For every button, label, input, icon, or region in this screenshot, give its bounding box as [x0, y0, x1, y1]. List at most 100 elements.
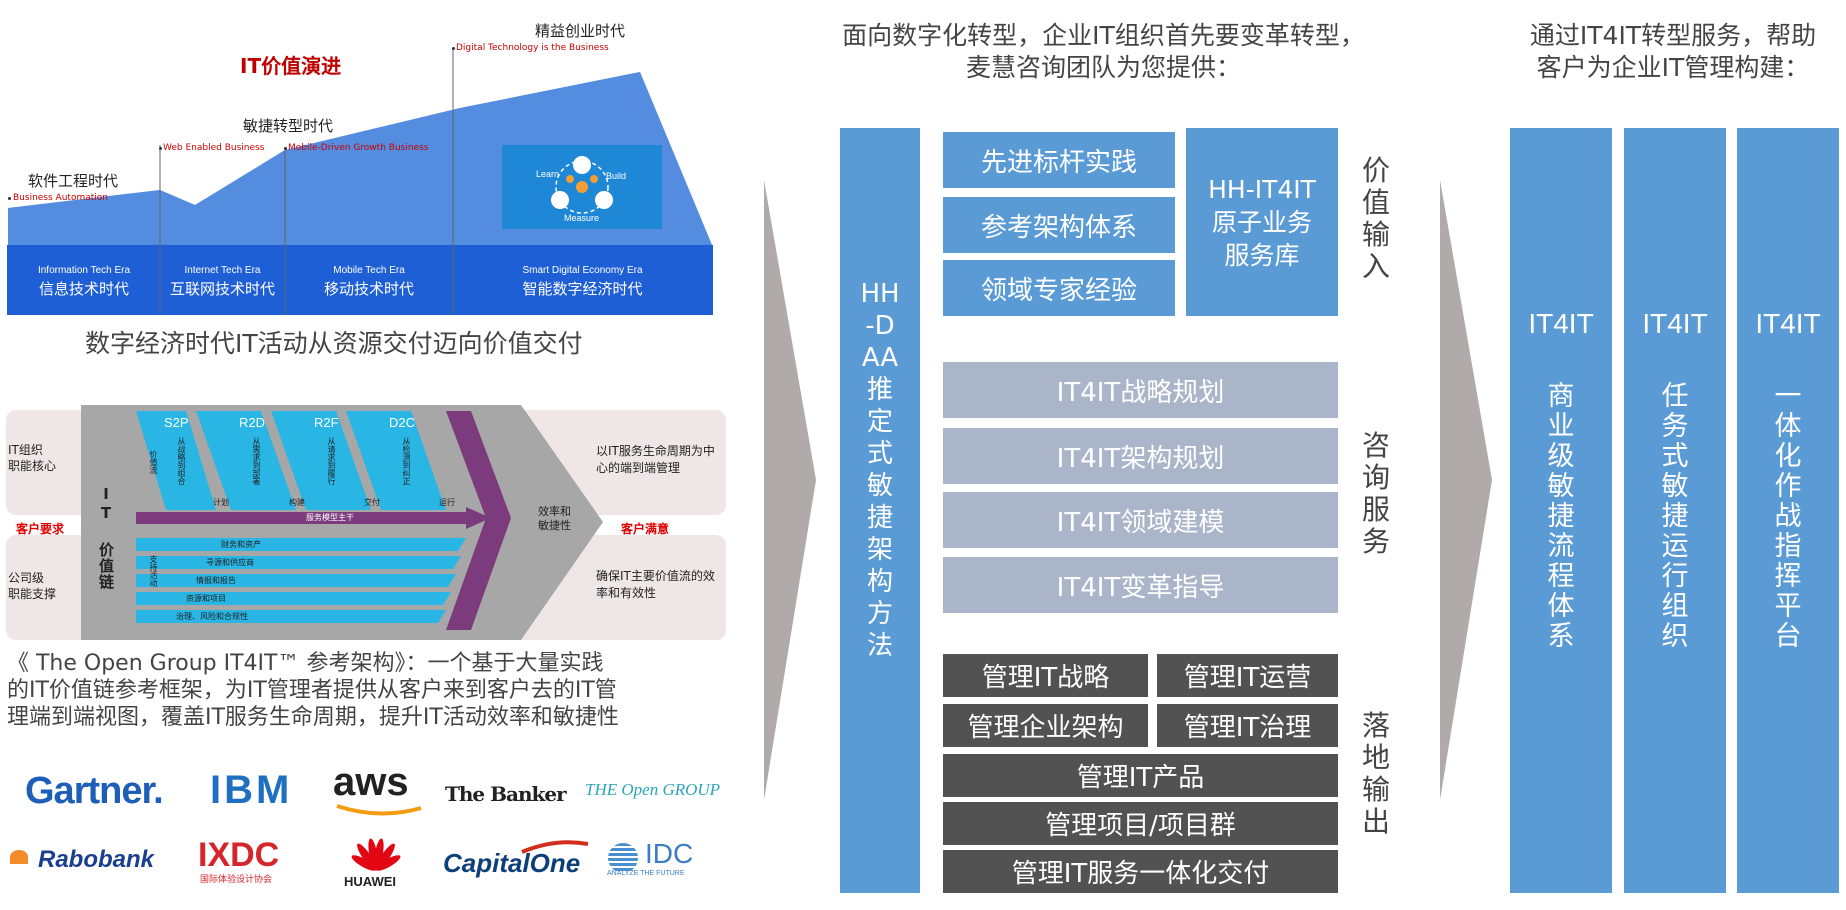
phase-build: 构建	[289, 498, 305, 507]
stream-r2d: R2D	[239, 415, 266, 430]
right-heading-line: 客户为企业IT管理构建：	[1536, 53, 1810, 82]
it4it-column-organization: IT4IT 任务式敏捷运行组织	[1624, 128, 1726, 893]
right-bottom-note: 确保IT主要价值流的效率和有效性	[596, 569, 715, 600]
middle-heading-line: 面向数字化转型，企业IT组织首先要变革转型，	[842, 21, 1365, 50]
era-lean-en: Digital Technology is the Business	[456, 43, 609, 53]
chevron-arrow-icon	[764, 180, 816, 800]
output-item: 管理IT战略	[943, 654, 1148, 697]
stream-r2f: R2F	[314, 415, 339, 430]
capitalone-logo: CapitalOne	[443, 848, 581, 878]
capitalone-swoosh-icon	[521, 840, 589, 854]
column-text: 一体化作战指挥平台	[1774, 381, 1802, 652]
ixdc-subtitle: 国际体验设计协会	[200, 875, 273, 885]
stream-d2c: D2C	[389, 415, 416, 430]
output-item: 管理IT运营	[1157, 654, 1338, 697]
consult-item: IT4IT领域建模	[943, 492, 1338, 548]
evolution-caption: 数字经济时代IT活动从资源交付迈向价值交付	[85, 329, 583, 358]
description-line: 的IT价值链参考框架，为IT管理者提供从客户来到客户去的IT管	[7, 678, 617, 703]
aws-logo: aws	[333, 760, 409, 804]
value-input-label: 价值输入	[1361, 154, 1390, 283]
cycle-measure: Measure	[564, 213, 600, 223]
method-column: HH-DAA推定式敏捷架构方法	[840, 128, 920, 893]
support-label: 支持活动	[149, 555, 158, 587]
service-model-backbone: 服务模型主干	[306, 513, 354, 522]
column-text: 任务式敏捷运行组织	[1661, 381, 1689, 652]
value-chain-diagram: IT组织 职能核心 公司级 职能支撑 客户要求 客户满意 IT 价值链 S2P …	[6, 405, 731, 640]
era-web-en: Web Enabled Business	[163, 143, 265, 153]
value-item: 领域专家经验	[943, 260, 1175, 316]
chevron-arrow-icon	[1440, 180, 1492, 800]
era-software-en: Business Automation	[13, 193, 108, 203]
it4it-column-platform: IT4IT 一体化作战指挥平台	[1737, 128, 1839, 893]
stream-s2p: S2P	[164, 415, 189, 430]
service-library: HH-IT4IT 原子业务 服务库	[1186, 128, 1338, 316]
idc-logo: IDC	[645, 838, 694, 869]
era-software: 软件工程时代	[28, 172, 119, 190]
consult-item: IT4IT架构规划	[943, 428, 1338, 484]
aws-smile-icon	[336, 804, 422, 816]
support-row: 治理、风险和合规性	[176, 612, 248, 621]
stream-r2d-desc: 从需求到部署	[252, 437, 261, 485]
rabobank-icon	[10, 850, 28, 864]
description-line: 《 The Open Group IT4IT™ 参考架构》：一个基于大量实践	[7, 651, 604, 676]
output-item: 管理项目/项目群	[943, 802, 1338, 845]
stream-r2f-desc: 从请求到履行	[327, 437, 336, 485]
idc-globe-icon	[608, 843, 638, 873]
core-stream-label: 价值流	[149, 450, 158, 474]
right-heading-line: 通过IT4IT转型服务，帮助	[1529, 21, 1817, 50]
ibm-logo: IBM	[210, 768, 293, 812]
company-support-label: 公司级 职能支撑	[8, 571, 57, 601]
support-row: 财务和资产	[221, 540, 261, 549]
column-title: IT4IT	[1755, 308, 1821, 339]
thebanker-logo: The Banker	[445, 782, 567, 806]
evolution-title: IT价值演进	[240, 54, 342, 78]
phase-run: 运行	[439, 498, 455, 507]
stream-d2c-desc: 从检测到纠正	[402, 437, 411, 485]
output-item: 管理IT产品	[943, 754, 1338, 797]
era-agile: 敏捷转型时代	[243, 117, 334, 135]
service-library-text: HH-IT4IT 原子业务 服务库	[1208, 174, 1316, 270]
era-dot	[284, 147, 287, 150]
cycle-build: Build	[606, 171, 627, 181]
consult-service-label: 咨询服务	[1361, 429, 1390, 558]
stream-s2p-desc: 从战略到组合	[177, 437, 186, 485]
gartner-logo: Gartner.	[25, 770, 164, 812]
column-title: IT4IT	[1642, 308, 1708, 339]
era-lean: 精益创业时代	[535, 22, 626, 40]
middle-heading-line: 麦慧咨询团队为您提供：	[965, 53, 1241, 82]
customer-satisfied-label: 客户满意	[621, 522, 670, 536]
it-value-chain-label: IT 价值链	[97, 485, 115, 590]
huawei-flower-icon	[351, 838, 401, 871]
efficiency-label: 效率和 敏捷性	[538, 505, 571, 532]
era-dot	[159, 147, 162, 150]
it-org-core-label: IT组织 职能核心	[8, 443, 57, 473]
phase-plan: 计划	[213, 498, 229, 507]
landing-output-label: 落地输出	[1361, 709, 1390, 838]
output-item: 管理企业架构	[943, 704, 1148, 747]
era-dot	[452, 47, 455, 50]
cycle-learn: Learn	[536, 169, 560, 179]
value-evolution-panel: IT价值演进 软件工程时代 Business Automation Web En…	[0, 0, 720, 330]
method-text: HH-DAA推定式敏捷架构方法	[860, 279, 900, 661]
huawei-logo: HUAWEI	[344, 874, 396, 889]
era-dot	[8, 197, 11, 200]
right-heading: 通过IT4IT转型服务，帮助 客户为企业IT管理构建：	[1500, 20, 1846, 84]
support-row: 寻源和供应商	[206, 558, 254, 567]
customer-need-label: 客户要求	[16, 522, 65, 536]
column-text: 商业级敏捷流程体系	[1547, 381, 1575, 652]
output-item: 管理IT服务一体化交付	[943, 850, 1338, 893]
ixdc-logo: IXDC	[198, 836, 280, 874]
it4it-description: 《 The Open Group IT4IT™ 参考架构》：一个基于大量实践 的…	[7, 650, 619, 731]
value-item: 先进标杆实践	[943, 132, 1175, 188]
idc-tagline: ANALYZE THE FUTURE	[607, 870, 685, 877]
era-agile-en: Mobile-Driven Growth Business	[288, 143, 429, 153]
phase-deliver: 交付	[364, 498, 380, 507]
support-row: 资源和项目	[186, 594, 226, 603]
it4it-column-process: IT4IT 商业级敏捷流程体系	[1510, 128, 1612, 893]
lean-cycle-image: Learn Build Measure	[502, 145, 662, 229]
support-row: 情报和报告	[196, 576, 236, 585]
